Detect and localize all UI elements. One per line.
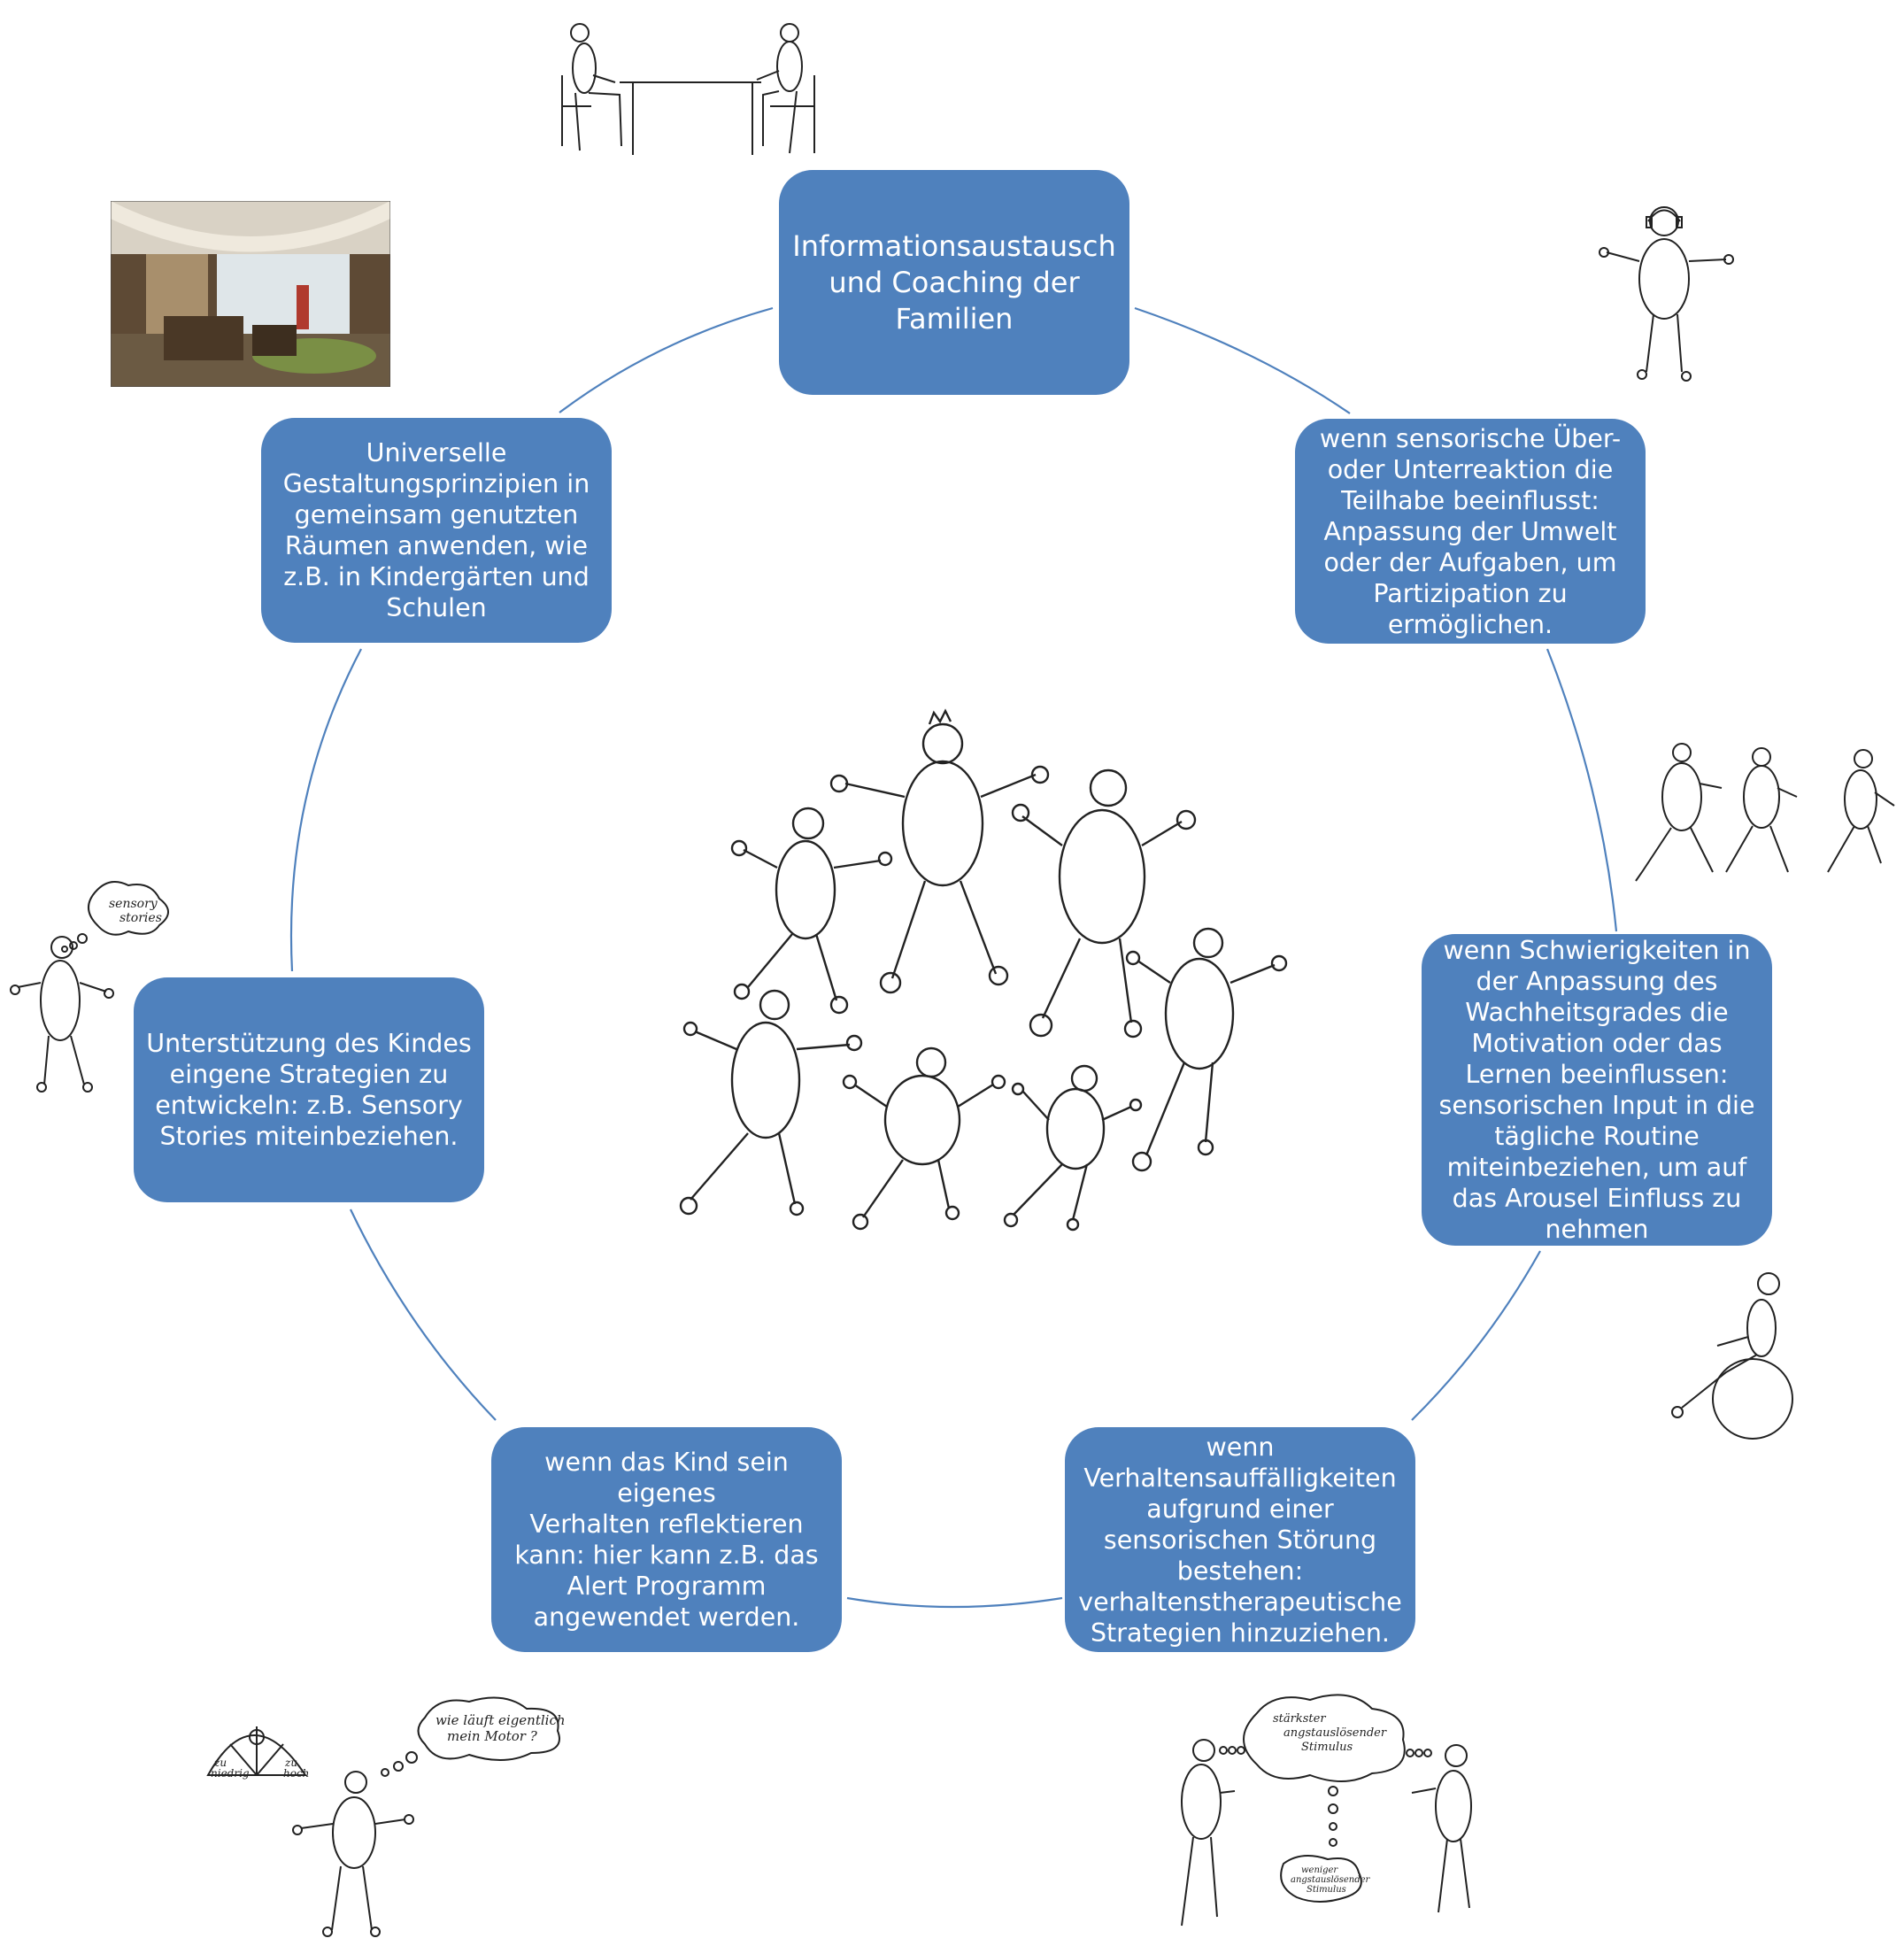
node-arousal-regulation: wenn Schwierigkeiten in der Anpassung de… [1422,934,1772,1246]
node-alert-program: wenn das Kind sein eigenes Verhalten ref… [491,1427,842,1652]
group-of-children-sketch [679,708,1288,1232]
connector-br-bl [846,1596,1063,1609]
connector-r-br [1411,1250,1541,1421]
headphones-figure-sketch [1599,206,1734,382]
node-sensory-stories: Unterstützung des Kindes eingene Strateg… [134,977,484,1202]
therapy-ball-figure-sketch [1671,1272,1793,1440]
classroom-photo [111,201,390,387]
connector-tr-r [1546,648,1618,932]
node-environment-adaptation: wenn sensorische Über- oder Unterreaktio… [1295,419,1646,644]
connector-tl-top [559,306,774,413]
connector-bl-l [350,1209,497,1421]
node-information-exchange: Informationsaustausch und Coaching der F… [779,170,1129,395]
table-conversation-sketch [561,23,815,155]
connector-top-tr [1134,306,1351,414]
node-behavioral-strategies: wenn Verhaltensauffälligkeiten aufgrund … [1065,1427,1415,1652]
connector-l-tl [289,648,362,972]
node-universal-design: Universelle Gestaltungsprinzipien in gem… [261,418,612,643]
running-figures-sketch [1635,743,1895,882]
